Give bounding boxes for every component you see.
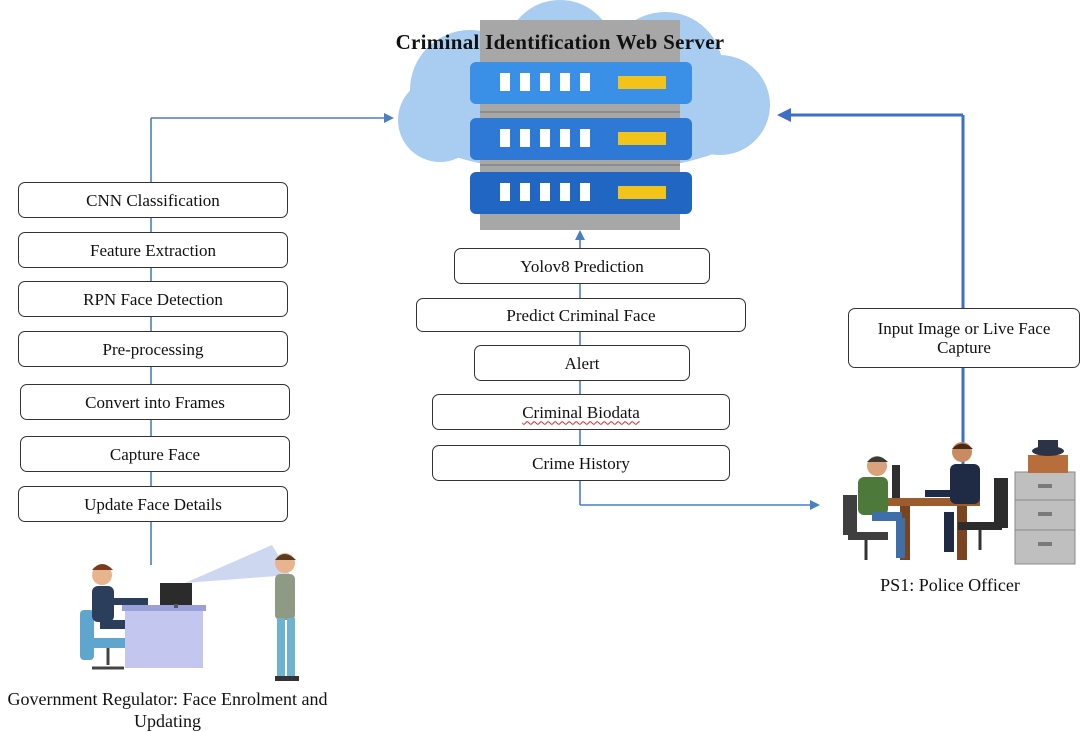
step-predict-criminal-face: Predict Criminal Face [416,298,746,332]
step-input-image-or-live-face-capture: Input Image or Live Face Capture [848,308,1080,368]
step-yolov8-prediction: Yolov8 Prediction [454,248,710,284]
step-crime-history: Crime History [432,445,730,481]
step-convert-into-frames: Convert into Frames [20,384,290,420]
step-cnn-classification: CNN Classification [18,182,288,218]
government-regulator-illustration [80,545,299,681]
step-rpn-face-detection: RPN Face Detection [18,281,288,317]
step-capture-face: Capture Face [20,436,290,472]
police-officer-illustration [843,440,1076,565]
step-update-face-details: Update Face Details [18,486,288,522]
criminal-biodata-label: Criminal Biodata [522,402,640,422]
server-icon [470,20,692,230]
government-regulator-caption: Government Regulator: Face Enrolment and… [7,689,328,731]
step-pre-processing: Pre-processing [18,331,288,367]
diagram-title: Criminal Identification Web Server [395,30,725,54]
step-alert: Alert [474,345,690,381]
step-feature-extraction: Feature Extraction [18,232,288,268]
step-criminal-biodata: Criminal Biodata [432,394,730,430]
police-officer-caption: PS1: Police Officer [880,575,1020,595]
right-flow-arrow [777,108,965,465]
